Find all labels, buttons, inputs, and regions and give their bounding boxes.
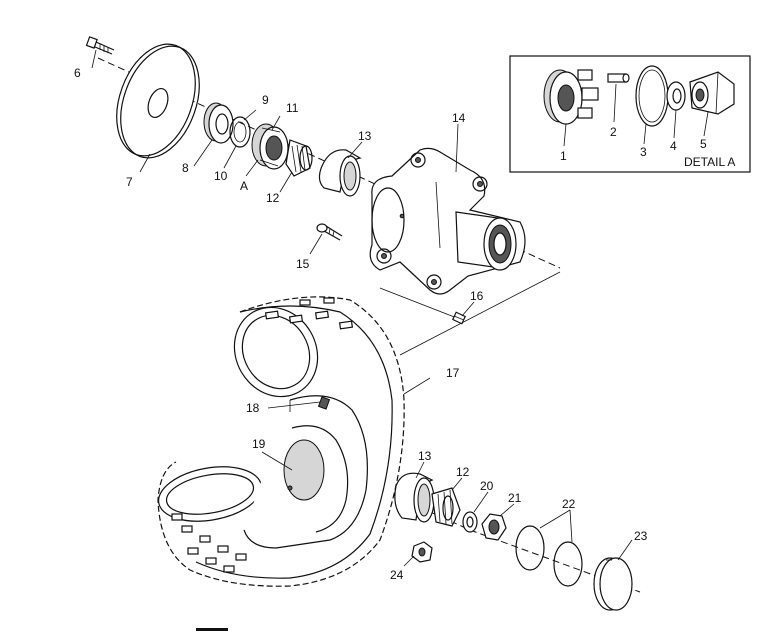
leader-hub-lower [379, 287, 463, 321]
leader-5 [703, 111, 709, 137]
callout-19: 19 [252, 437, 266, 451]
callout-16: 16 [470, 289, 484, 303]
part-21-nut [481, 513, 507, 541]
callout-18: 18 [246, 401, 260, 415]
callout-A: A [240, 179, 248, 193]
callout-8: 8 [182, 161, 189, 175]
part-20-washer [462, 511, 478, 533]
part-22-o-rings [515, 525, 583, 587]
part-23-hub-cap [593, 557, 633, 611]
detail-part-2-pin [607, 73, 630, 83]
detail-part-3-ring [635, 65, 669, 127]
callout-12-lower: 12 [456, 465, 470, 479]
part-8-seal [203, 102, 234, 144]
callout-11: 11 [286, 101, 299, 115]
leader-2 [613, 83, 617, 123]
leader-4 [673, 109, 677, 139]
callout-14: 14 [452, 111, 466, 125]
callout-4: 4 [670, 139, 677, 153]
leader-1 [563, 123, 567, 147]
callout-23: 23 [634, 529, 648, 543]
leader-lines [91, 49, 633, 567]
part-16-fitting [451, 311, 467, 325]
callout-20: 20 [480, 479, 494, 493]
part-18-valve-stem [317, 396, 331, 410]
lower-axis-line-2 [469, 529, 641, 593]
detail-a-title: DETAIL A [684, 155, 735, 169]
part-15-screw [316, 223, 343, 241]
detail-a-box [509, 55, 751, 173]
callout-21: 21 [508, 491, 522, 505]
callout-17: 17 [446, 366, 460, 380]
callout-15: 15 [296, 257, 310, 271]
part-7-brake-disc [116, 43, 200, 159]
part-12-bearing-upper [285, 139, 313, 177]
detail-part-1-clutch [543, 69, 599, 125]
part-12-bearing-lower [431, 487, 461, 527]
callout-2: 2 [610, 125, 617, 139]
callout-7: 7 [126, 175, 133, 189]
part-11-clutch-hub [251, 123, 289, 170]
part-6-bolt [85, 36, 115, 55]
detail-part-5-cap [689, 71, 735, 115]
callout-24: 24 [390, 568, 404, 582]
part-13-bearing-cup-upper [318, 149, 362, 197]
part-19-rim [243, 395, 368, 549]
callout-3: 3 [640, 145, 647, 159]
lower-axis-line [249, 429, 471, 531]
callout-13-upper: 13 [358, 129, 372, 143]
callout-22: 22 [562, 497, 576, 511]
callout-13-lower: 13 [418, 449, 432, 463]
callout-1: 1 [560, 149, 567, 163]
part-24-lug-nut [411, 541, 433, 563]
page-mark [196, 628, 228, 631]
callout-12-upper: 12 [266, 191, 280, 205]
leader-3 [643, 123, 647, 145]
callout-9: 9 [262, 93, 269, 107]
detail-part-4-washer [666, 81, 686, 111]
callout-6: 6 [74, 66, 81, 80]
leader-hub-to-wheel [399, 271, 561, 356]
callout-10: 10 [214, 169, 228, 183]
part-13-bearing-cup-lower [394, 472, 435, 523]
callout-5: 5 [700, 137, 707, 151]
callout-labels: 6 7 8 9 10 11 A 12 13 14 15 16 17 18 19 … [74, 66, 735, 582]
part-14-hub [369, 147, 526, 295]
part-9-10-rings [229, 116, 251, 148]
